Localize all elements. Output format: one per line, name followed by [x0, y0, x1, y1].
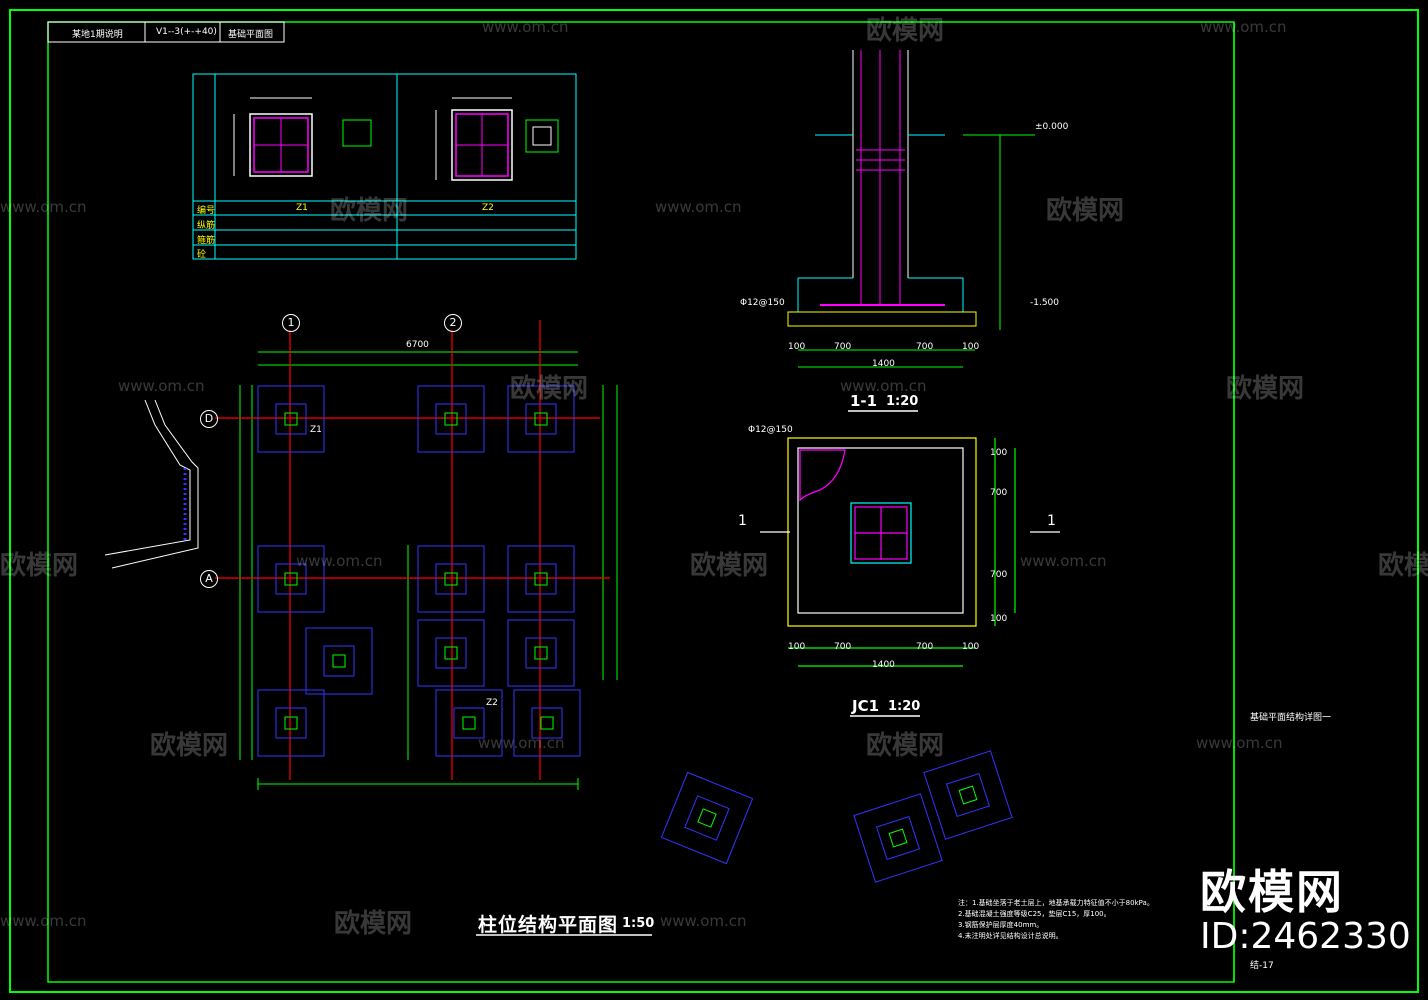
axis-1: 1 [282, 314, 300, 332]
watermark-url: www.om.cn [1196, 734, 1283, 752]
sheet-name: 基础平面结构详图一 [1250, 713, 1332, 723]
sheet-number: 结-17 [1250, 961, 1274, 971]
table-row-0: 编号 [197, 206, 216, 216]
rebar-note-2: Φ12@150 [748, 425, 793, 435]
note-line: 3.钢筋保护层厚度40mm。 [958, 921, 1044, 929]
watermark-brand: 欧模网 [1200, 865, 1344, 919]
watermark-ghost: 欧模网 [1378, 551, 1428, 581]
dim-section-total: 1400 [872, 359, 895, 369]
tab-label-2[interactable]: V1--3(+-+40) [156, 27, 217, 37]
watermark-ghost: 欧模网 [334, 909, 413, 939]
inner-frame [47, 21, 1235, 983]
footing-jc1 [760, 437, 1060, 667]
dim-footing-1: 700 [834, 642, 852, 652]
watermark-ghost: 欧模网 [150, 731, 229, 761]
table-col-z2: Z2 [482, 203, 494, 213]
bottom-mark: -1.500 [1030, 298, 1060, 308]
table-col-z1: Z1 [296, 203, 308, 213]
plan-grid-axes [215, 320, 610, 780]
plan-dimensions [239, 351, 618, 790]
watermark-url: www.om.cn [660, 912, 747, 930]
dim-section-2: 700 [916, 342, 934, 352]
axis-2: 2 [444, 314, 462, 332]
note-line: 2.基础混凝土强度等级C25，垫层C15，厚100。 [958, 910, 1111, 918]
dim-footing-right-1: 700 [990, 488, 1008, 498]
dim-top-total: 6700 [406, 340, 429, 350]
grade-mark: ±0.000 [1035, 122, 1069, 132]
watermark-ghost: 欧模网 [0, 551, 79, 581]
watermark-url: www.om.cn [482, 18, 569, 36]
note-line: 注：1.基础坐落于老土层上，地基承载力特征值不小于80kPa。 [958, 899, 1154, 907]
general-notes: 注：1.基础坐落于老土层上，地基承载力特征值不小于80kPa。 2.基础混凝土强… [958, 898, 1154, 942]
dim-footing-right-0: 100 [990, 448, 1008, 458]
dim-section-1: 700 [834, 342, 852, 352]
axis-a: A [200, 570, 218, 588]
plan-scale: 1:50 [622, 916, 655, 931]
plan-title: 柱位结构平面图 [478, 914, 619, 936]
section-marker-right: 1 [1047, 513, 1056, 529]
watermark-ghost: 欧模网 [866, 16, 945, 46]
table-row-3: 砼 [197, 250, 207, 260]
wall-outline [104, 399, 191, 556]
column-table [192, 73, 577, 260]
rotated-footing-b [853, 793, 943, 883]
watermark-url: www.om.cn [840, 377, 927, 395]
column-section-z1 [233, 97, 372, 177]
column-tag: Z1 [310, 425, 322, 435]
tab-label-3[interactable]: 基础平面图 [228, 30, 274, 40]
rotated-footing-c [923, 750, 1013, 840]
dim-footing-0: 100 [788, 642, 806, 652]
section-title: 1-1 [850, 392, 878, 410]
watermark-url: www.om.cn [0, 912, 87, 930]
watermark-url: www.om.cn [478, 734, 565, 752]
dim-footing-2: 700 [916, 642, 934, 652]
watermark-ghost: 欧模网 [866, 731, 945, 761]
column-section-z2 [435, 97, 559, 181]
watermark-ghost: 欧模网 [330, 196, 409, 226]
table-row-1: 纵筋 [197, 221, 216, 231]
rebar-note: Φ12@150 [740, 298, 785, 308]
tab-label-1[interactable]: 某地1期说明 [72, 30, 123, 40]
dim-footing-right-3: 100 [990, 614, 1008, 624]
section-scale: 1:20 [886, 394, 919, 409]
dim-footing-3: 100 [962, 642, 980, 652]
watermark-url: www.om.cn [296, 552, 383, 570]
watermark-ghost: 欧模网 [690, 551, 769, 581]
watermark-url: www.om.cn [1020, 552, 1107, 570]
plan-footings [257, 385, 581, 757]
watermark-ghost: 欧模网 [510, 374, 589, 404]
table-row-2: 箍筋 [197, 236, 216, 246]
column-tag-z2: Z2 [486, 698, 498, 708]
footing-scale: 1:20 [888, 699, 921, 714]
rotated-footing-a [660, 771, 754, 865]
dim-footing-total: 1400 [872, 660, 895, 670]
watermark-url: www.om.cn [655, 198, 742, 216]
watermark-url: www.om.cn [1200, 18, 1287, 36]
watermark-id: ID:2462330 [1200, 916, 1411, 957]
watermark-ghost: 欧模网 [1046, 196, 1125, 226]
watermark-ghost: 欧模网 [1226, 374, 1305, 404]
dim-section-3: 100 [962, 342, 980, 352]
footing-title: JC1 [852, 697, 880, 715]
watermark-url: www.om.cn [118, 377, 205, 395]
section-marker-left: 1 [738, 513, 747, 529]
dim-section-0: 100 [788, 342, 806, 352]
dim-footing-right-2: 700 [990, 570, 1008, 580]
watermark-url: www.om.cn [0, 198, 87, 216]
note-line: 4.未注明处详见结构设计总说明。 [958, 932, 1063, 940]
section-1-1 [787, 50, 1035, 368]
outer-frame [9, 9, 1419, 993]
axis-d: D [200, 410, 218, 428]
